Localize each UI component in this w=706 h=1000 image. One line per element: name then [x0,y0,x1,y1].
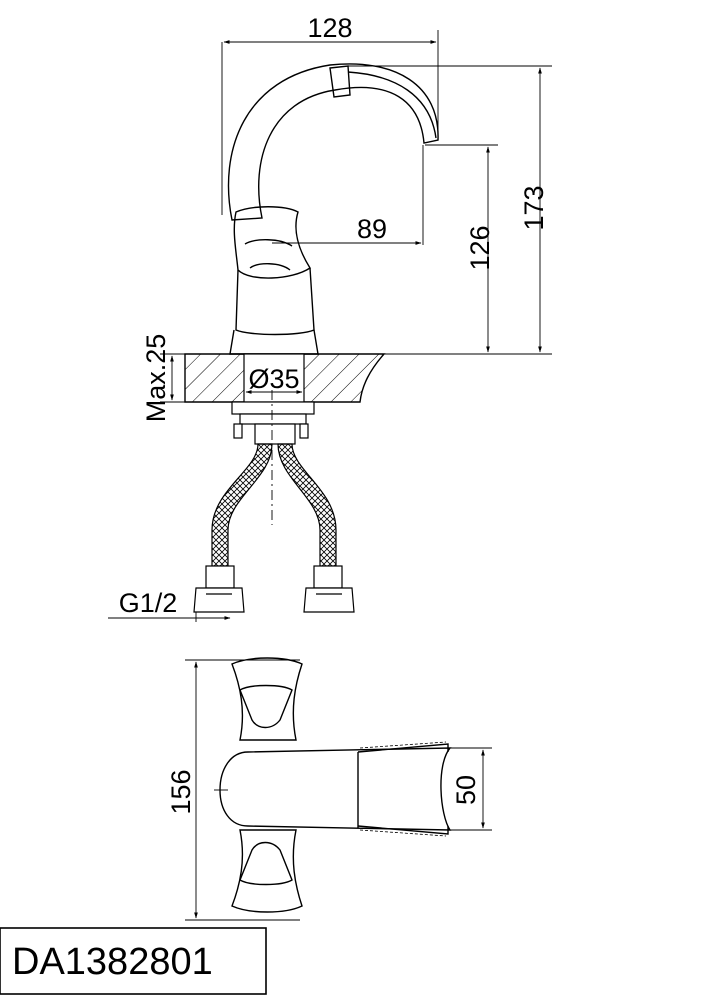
dim-handle-to-outlet: 89 [357,214,387,244]
top-view [214,657,452,913]
countertop-section [184,353,386,403]
faucet-body [235,267,315,336]
dim-total-height: 173 [519,185,549,230]
dim-outlet-height: 126 [465,225,495,270]
dim-hole-diameter: Ø35 [248,364,299,394]
dim-spout-reach: 128 [307,13,352,43]
dimension-lines [108,30,552,622]
top-spout [219,747,452,831]
dimension-labels-top: 156 50 [166,769,481,814]
dim-thread: G1/2 [119,588,178,618]
supply-hoses [193,443,355,613]
spout-body [227,63,439,221]
dim-max-deck: Max.25 [141,334,171,423]
top-handle-lower [231,829,303,913]
lever-handle [233,206,311,279]
side-view [227,63,439,355]
dim-spout-width: 50 [451,775,481,805]
dimension-labels-side: 128 89 173 126 Max.25 Ø35 G1/2 [119,13,549,618]
dimension-lines-top [185,659,492,921]
mounting-hardware [231,390,315,525]
top-handle-upper [231,657,303,741]
model-code: DA1382801 [12,941,213,983]
spout-aerator [329,65,351,98]
dim-top-length: 156 [166,769,196,814]
title-block: DA1382801 [0,927,267,995]
